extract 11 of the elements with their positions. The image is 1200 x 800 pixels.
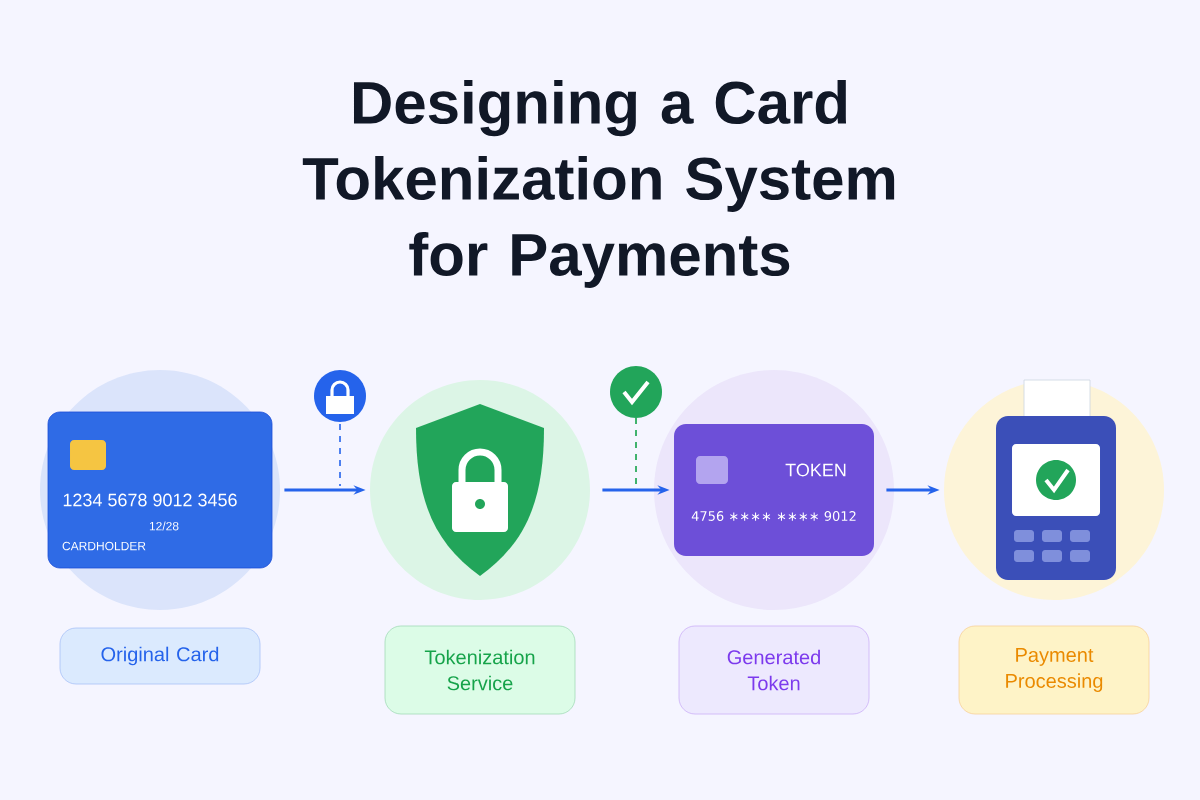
stage-label: Original Card	[59, 627, 261, 685]
stage-label: Generated Token	[678, 625, 870, 715]
stage-label: Tokenization Service	[384, 625, 576, 715]
token-card	[674, 424, 874, 556]
shield-lock-drawing	[370, 380, 590, 600]
payment-terminal-drawing	[944, 379, 1164, 600]
card-text: TOKEN	[785, 463, 846, 477]
title: Designing a Card Tokenization System for Payments	[302, 80, 895, 288]
stage-label: Payment Processing	[958, 625, 1150, 715]
credit-card	[47, 411, 273, 569]
card-text: 1234 5678 9012 3456	[63, 493, 237, 507]
